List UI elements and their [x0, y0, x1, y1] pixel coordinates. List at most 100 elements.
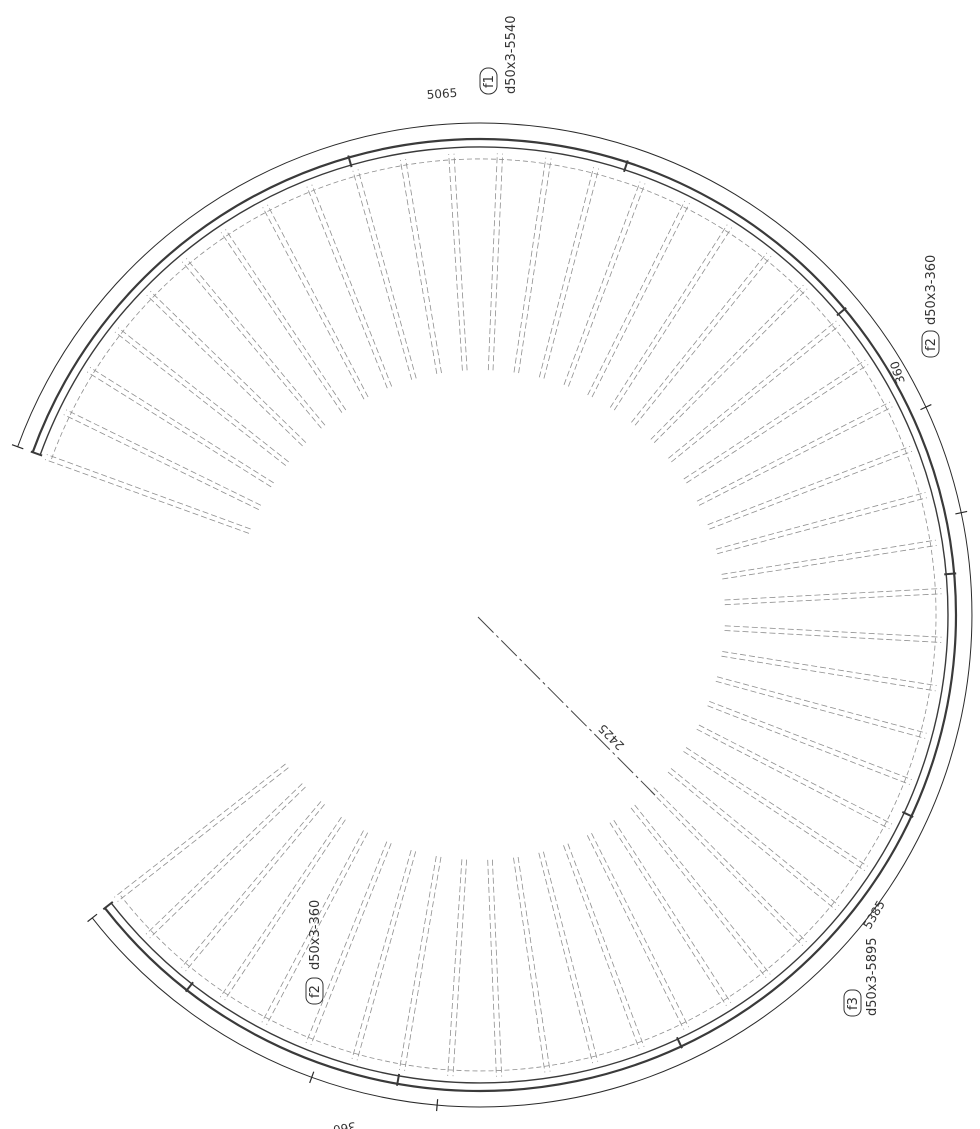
tread-line	[650, 284, 804, 440]
tread-line	[513, 857, 546, 1073]
tread-line	[653, 787, 807, 943]
tread-line	[591, 833, 690, 1028]
tread-line	[310, 843, 392, 1046]
dim-arc-top: 5065	[426, 86, 457, 102]
tread-line	[65, 409, 262, 506]
tread-line	[717, 497, 928, 555]
tread-line	[306, 186, 388, 389]
tread-line	[587, 200, 686, 396]
f2-spec-left: d50x3-360	[308, 900, 323, 970]
rail-inner-edge	[39, 146, 949, 1084]
tread-line	[724, 625, 942, 638]
rail-joint	[347, 155, 353, 168]
tread-line	[722, 545, 937, 580]
tread-line	[696, 728, 890, 830]
tread-line	[538, 167, 594, 378]
f3-spec: d50x3-5895	[865, 937, 880, 1016]
tread-line	[146, 294, 303, 447]
tread-line	[721, 539, 936, 575]
dimension-tick	[435, 1099, 439, 1112]
tread-line	[716, 676, 927, 734]
tread-line	[185, 258, 326, 426]
tread-line	[634, 255, 772, 426]
tread-line	[563, 845, 640, 1049]
tread-line	[225, 229, 347, 411]
tread-line	[117, 327, 289, 463]
dimension-tick	[955, 510, 968, 515]
rail-joint	[901, 811, 914, 818]
tread-line	[448, 154, 463, 371]
tread-line	[724, 588, 942, 601]
f3-mark: f3	[846, 997, 861, 1010]
dimension-tick	[309, 1071, 315, 1084]
f2-spec-right: d50x3-360	[924, 255, 939, 325]
dimension-lines	[11, 122, 973, 1112]
tread-line	[220, 232, 343, 413]
dimension-tick	[920, 403, 932, 411]
dimension-tick	[11, 444, 24, 450]
dimension-arc	[91, 917, 312, 1078]
tread-line	[686, 364, 869, 484]
rail-joint	[102, 901, 114, 911]
tread-line	[63, 414, 259, 510]
tread-line	[117, 767, 289, 902]
dimension-arc	[925, 406, 962, 513]
tread-line	[609, 224, 728, 408]
rail-joint	[30, 450, 43, 457]
tread-line	[453, 153, 468, 371]
tread-line	[671, 324, 840, 463]
tread-line	[150, 290, 307, 443]
tread-line	[405, 158, 442, 374]
dim-radius: 2425	[596, 721, 627, 752]
tread-line	[357, 169, 417, 379]
tread-line	[543, 168, 600, 379]
rail-outer-edge	[31, 137, 958, 1093]
tread-line	[145, 783, 303, 935]
tread-line	[696, 401, 891, 502]
tread-line	[513, 157, 547, 373]
rail-joint	[184, 981, 194, 993]
tread-line	[724, 593, 942, 606]
tread-line	[683, 359, 866, 480]
tread-line	[224, 819, 346, 1001]
tread-line	[114, 331, 287, 466]
tread-line	[181, 261, 322, 429]
tread-line	[404, 856, 442, 1071]
rail-joint	[623, 160, 629, 173]
dimension-arc	[437, 512, 973, 1108]
tread-line	[487, 153, 498, 371]
tread-line	[352, 170, 413, 380]
tread-line	[634, 804, 771, 975]
tread-line	[709, 450, 913, 530]
f2-mark-left: f2	[308, 985, 323, 998]
tread-line	[114, 763, 286, 898]
outer-handrail	[30, 137, 958, 1093]
f1-tag-frame	[479, 67, 498, 95]
tread-line	[724, 630, 942, 643]
tread-line	[267, 204, 369, 398]
tread-line	[89, 367, 274, 484]
tread-line	[563, 181, 641, 385]
tread-line	[698, 724, 893, 825]
f2-tag-frame-left	[305, 977, 324, 1005]
tread-line	[399, 159, 438, 374]
tread-line	[668, 320, 837, 459]
f2-label-left: f2 d50x3-360	[305, 900, 324, 1005]
tread-line	[351, 849, 412, 1060]
tread-line	[266, 832, 369, 1025]
tread-line	[356, 851, 417, 1061]
tread-line	[219, 816, 342, 998]
tread-line	[698, 406, 893, 506]
tread-line	[185, 804, 325, 972]
f2-tag-frame-right	[921, 330, 940, 358]
tread-line	[670, 768, 840, 907]
dimension-arc	[17, 122, 927, 447]
tread-line	[492, 153, 503, 371]
rail-joint	[396, 1073, 401, 1086]
f3-tag-frame	[843, 989, 862, 1017]
tread-lines	[44, 153, 942, 1077]
tread-line	[613, 227, 733, 411]
f1-label: f1 d50x3-5540	[479, 15, 519, 95]
tread-line	[685, 747, 868, 867]
f1-spec: d50x3-5540	[504, 15, 519, 94]
